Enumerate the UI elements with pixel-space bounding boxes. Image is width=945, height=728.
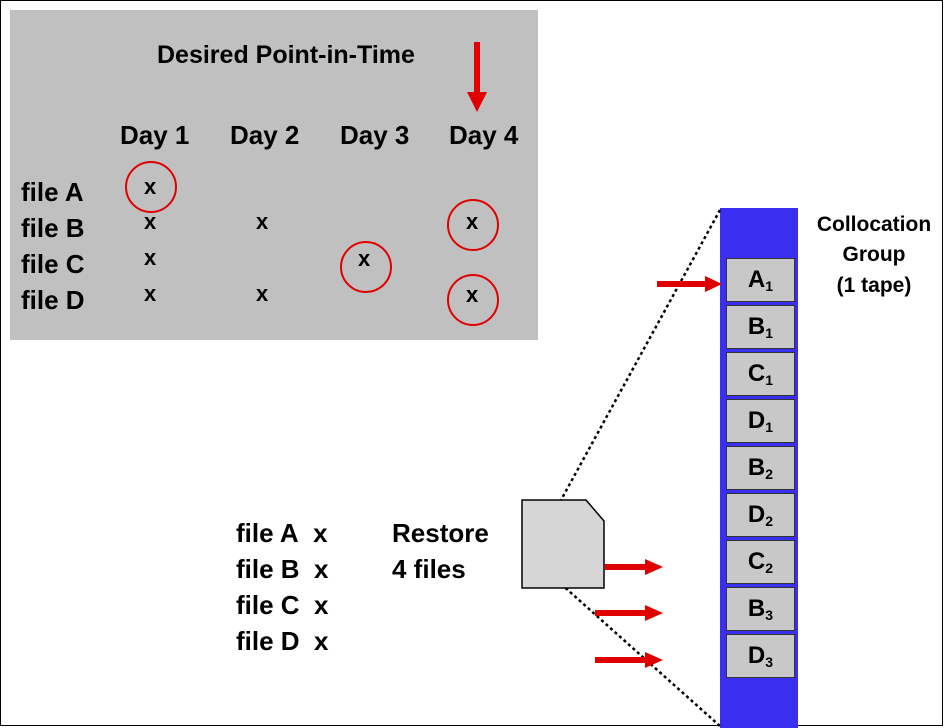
- collocation-label-line3: (1 tape): [836, 273, 912, 297]
- restore-label-line2: 4 files: [392, 554, 466, 584]
- cell-letter: B: [747, 313, 766, 340]
- restore-file-name: file D: [236, 626, 300, 656]
- day-3-header: Day 3: [340, 120, 410, 150]
- file-a-label: file A: [21, 177, 84, 207]
- cell-letter: C: [747, 360, 766, 387]
- cell-subscript: 2: [765, 466, 774, 482]
- restore-file-mark: x: [314, 554, 329, 584]
- day-1-header: Day 1: [120, 120, 190, 150]
- restore-file-b: file B x: [236, 556, 329, 582]
- restore-file-d: file D x: [236, 628, 329, 654]
- point-in-time-arrow: [467, 42, 487, 112]
- restore-file-name: file A: [236, 518, 299, 548]
- file-d-label: file D: [21, 285, 85, 315]
- arrow-to-d3: [595, 652, 663, 668]
- mark-d-day2: x: [256, 281, 269, 306]
- cell-subscript: 3: [765, 654, 774, 670]
- cell-subscript: 2: [765, 560, 774, 576]
- selected-circle-b: [447, 199, 499, 251]
- day-4-header: Day 4: [449, 120, 519, 150]
- selected-circle-d: [447, 274, 499, 326]
- point-in-time-title: Desired Point-in-Time: [157, 41, 415, 69]
- cell-subscript: 2: [765, 513, 774, 529]
- day-2-header: Day 2: [230, 120, 300, 150]
- point-in-time-panel: [10, 10, 538, 340]
- cell-subscript: 1: [765, 372, 774, 388]
- arrow-to-a1: [657, 276, 722, 292]
- selected-circle-c: [340, 241, 392, 293]
- cell-letter: D: [747, 642, 766, 669]
- cell-letter: D: [747, 501, 766, 528]
- cell-letter: D: [747, 407, 766, 434]
- projection-line-top: [559, 209, 722, 501]
- cell-subscript: 1: [765, 419, 774, 435]
- mark-c-day1: x: [144, 245, 157, 270]
- cell-subscript: 1: [765, 325, 774, 341]
- projection-line-bottom: [560, 583, 721, 727]
- collocation-label-line1: Collocation: [816, 213, 932, 236]
- restore-label-line1: Restore: [392, 518, 489, 548]
- arrow-to-c2: [605, 559, 663, 575]
- cell-letter: B: [747, 454, 766, 481]
- restore-file-mark: x: [314, 590, 329, 620]
- arrow-to-b3: [595, 605, 663, 621]
- restore-file-c: file C x: [236, 592, 329, 618]
- mark-d-day1: x: [144, 281, 157, 306]
- cell-letter: B: [747, 595, 766, 622]
- collocation-label-line2: Group: [842, 243, 906, 267]
- restore-file-name: file B: [236, 554, 300, 584]
- mark-b-day2: x: [256, 209, 269, 234]
- document-icon: [521, 499, 605, 589]
- cell-subscript: 3: [765, 607, 774, 623]
- cell-letter: A: [747, 266, 766, 293]
- cell-letter: C: [747, 548, 766, 575]
- restore-file-mark: x: [313, 518, 328, 548]
- restore-file-mark: x: [314, 626, 329, 656]
- file-c-label: file C: [21, 249, 85, 279]
- cell-subscript: 1: [765, 278, 774, 294]
- file-b-label: file B: [21, 213, 85, 243]
- collocation-group-label: Collocation Group (1 tape): [806, 210, 942, 301]
- selected-circle-a: [125, 161, 177, 213]
- restore-file-name: file C: [236, 590, 300, 620]
- restore-file-a: file A x: [236, 520, 328, 546]
- mark-b-day1: x: [144, 209, 157, 234]
